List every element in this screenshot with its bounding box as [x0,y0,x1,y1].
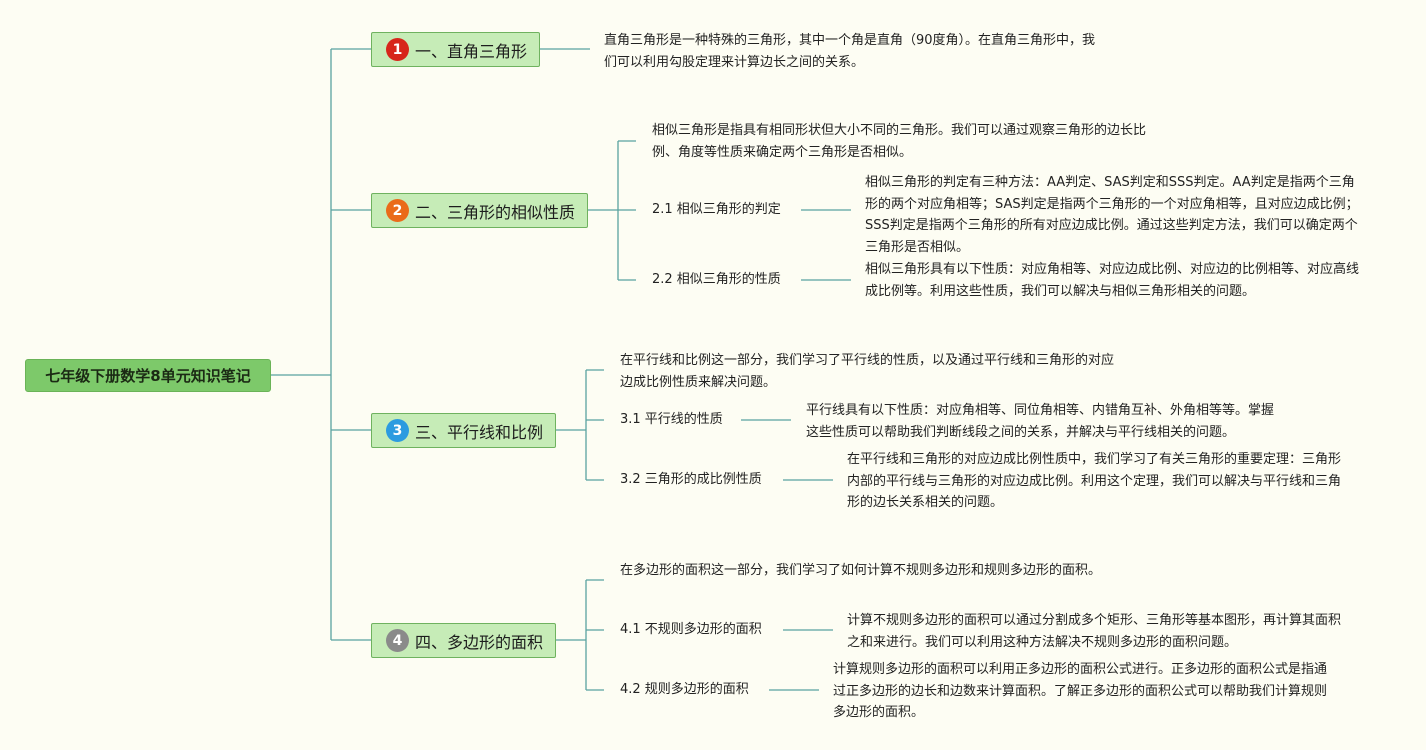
branch-parallel-lines[interactable]: 3 三、平行线和比例 [371,413,556,448]
branch-title: 四、多边形的面积 [415,632,544,652]
branch-4-summary[interactable]: 在多边形的面积这一部分，我们学习了如何计算不规则多边形和规则多边形的面积。 [620,563,1102,578]
sub-topic-2-2[interactable]: 2.2 相似三角形的性质 [652,272,781,287]
branch-right-triangle[interactable]: 1 一、直角三角形 [371,32,540,67]
root-topic[interactable]: 七年级下册数学8单元知识笔记 [25,359,271,392]
branch-polygon-area[interactable]: 4 四、多边形的面积 [371,623,556,658]
sub-topic-4-1-detail[interactable]: 计算不规则多边形的面积可以通过分割成多个矩形、三角形等基本图形，再计算其面积之和… [847,613,1342,650]
sub-topic-3-1-detail[interactable]: 平行线具有以下性质：对应角相等、同位角相等、内错角互补、外角相等等。掌握这些性质… [806,403,1275,440]
branch-similar-triangles[interactable]: 2 二、三角形的相似性质 [371,193,588,228]
number-badge-2: 2 [386,199,409,222]
branch-title: 一、直角三角形 [415,41,528,61]
number-badge-3: 3 [386,419,409,442]
sub-topic-2-2-detail[interactable]: 相似三角形具有以下性质：对应角相等、对应边成比例、对应边的比例相等、对应高线成比… [865,262,1360,299]
sub-topic-3-1[interactable]: 3.1 平行线的性质 [620,412,723,427]
sub-topic-3-2[interactable]: 3.2 三角形的成比例性质 [620,472,762,487]
sub-topic-4-2[interactable]: 4.2 规则多边形的面积 [620,682,749,697]
sub-topic-2-1-detail[interactable]: 相似三角形的判定有三种方法：AA判定、SAS判定和SSS判定。AA判定是指两个三… [865,175,1359,255]
sub-topic-3-2-detail[interactable]: 在平行线和三角形的对应边成比例性质中，我们学习了有关三角形的重要定理：三角形内部… [847,452,1342,510]
sub-topic-4-1[interactable]: 4.1 不规则多边形的面积 [620,622,762,637]
sub-topic-2-1[interactable]: 2.1 相似三角形的判定 [652,202,781,217]
number-badge-4: 4 [386,629,409,652]
branch-2-summary[interactable]: 相似三角形是指具有相同形状但大小不同的三角形。我们可以通过观察三角形的边长比例、… [652,123,1147,160]
number-badge-1: 1 [386,38,409,61]
branch-title: 二、三角形的相似性质 [415,202,576,222]
branch-3-summary[interactable]: 在平行线和比例这一部分，我们学习了平行线的性质，以及通过平行线和三角形的对应边成… [620,353,1115,390]
sub-topic-4-2-detail[interactable]: 计算规则多边形的面积可以利用正多边形的面积公式进行。正多边形的面积公式是指通过正… [833,662,1328,720]
branch-title: 三、平行线和比例 [415,422,544,442]
branch-1-summary[interactable]: 直角三角形是一种特殊的三角形，其中一个角是直角（90度角）。在直角三角形中，我们… [604,33,1096,70]
